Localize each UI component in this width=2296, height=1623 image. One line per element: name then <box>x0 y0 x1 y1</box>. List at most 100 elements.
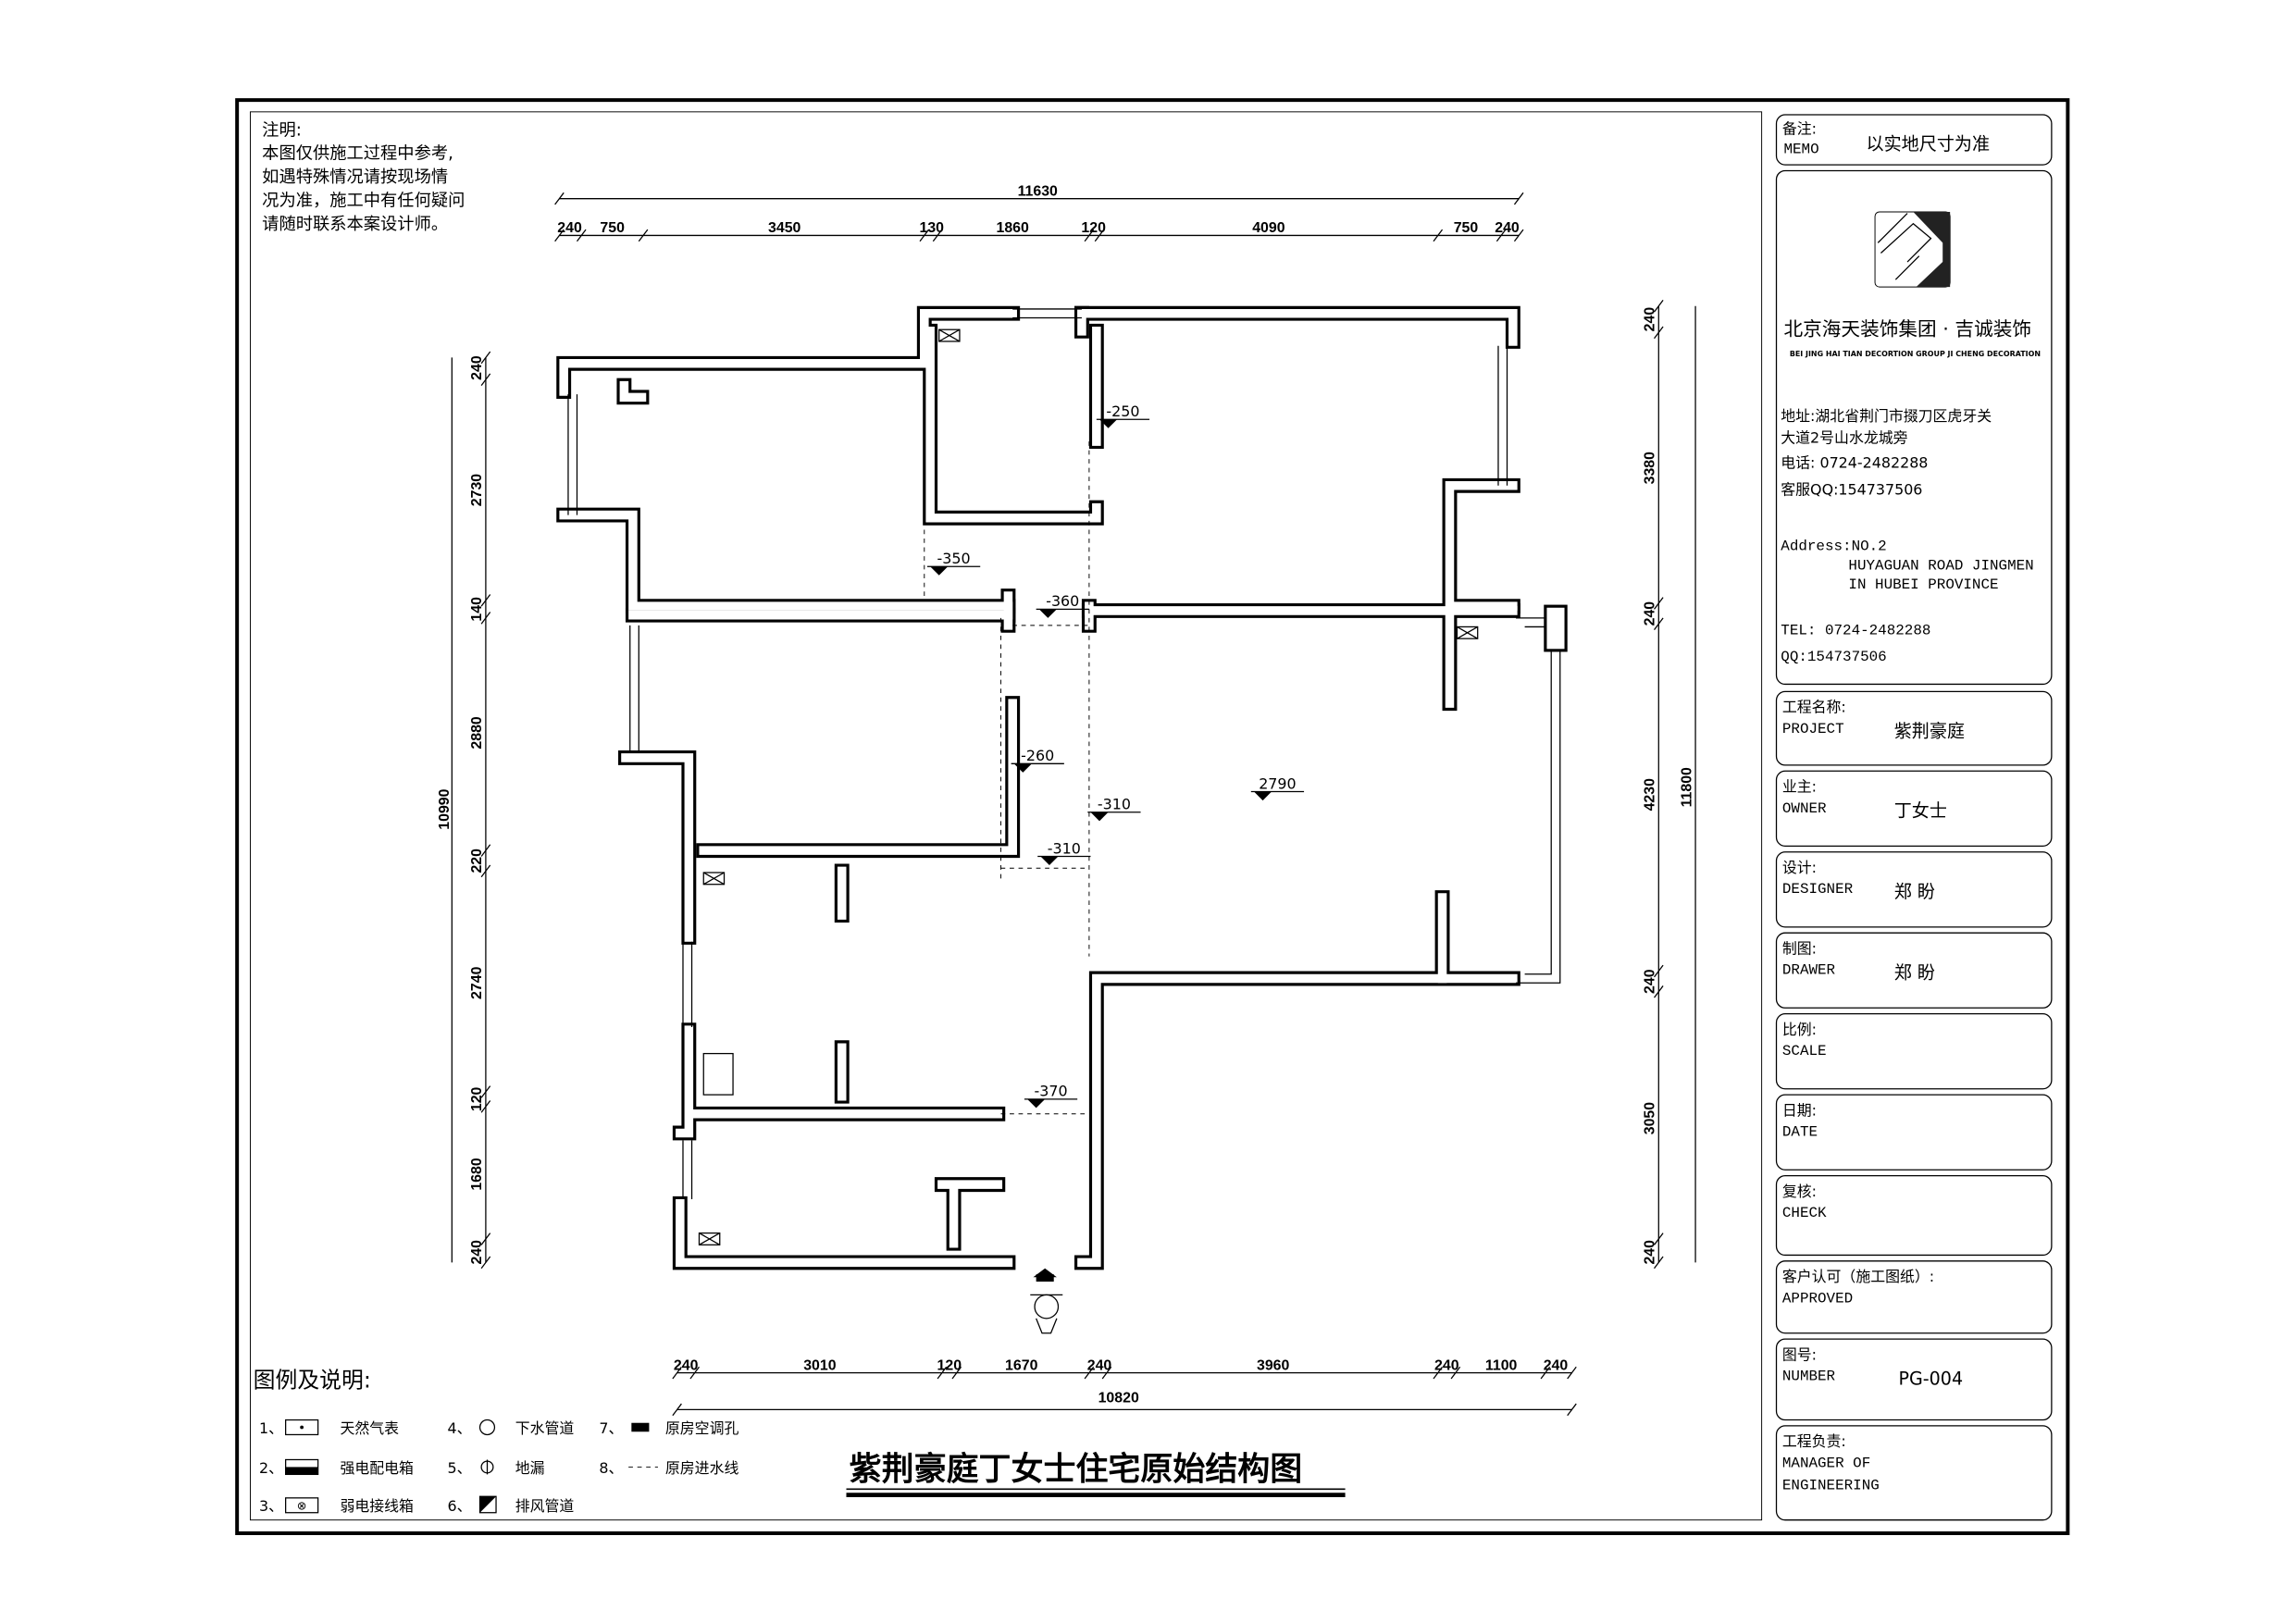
ac-hole-icon <box>631 1422 650 1432</box>
level-marker-icon <box>1013 763 1032 773</box>
legend-label: 强电配电箱 <box>340 1459 414 1477</box>
dim-label: 220 <box>469 849 485 873</box>
dim-tick <box>480 373 491 387</box>
title-field-box <box>1775 932 2053 1009</box>
wall-inner <box>676 1025 1003 1138</box>
dim-tick <box>554 229 565 242</box>
field-label-cn: 图号: <box>1782 1345 1817 1363</box>
wall-inner <box>699 699 1017 855</box>
dim-label: 4090 <box>1252 220 1285 236</box>
dim-tick <box>576 229 587 242</box>
address-en: HUYAGUAN ROAD JINGMEN <box>1848 557 2033 574</box>
dim-label: 120 <box>937 1357 962 1373</box>
legend-label: 天然气表 <box>340 1419 399 1437</box>
dim-label: 1680 <box>469 1158 485 1191</box>
note-line: 请随时联系本案设计师。 <box>262 215 448 234</box>
dim-label: 120 <box>469 1086 485 1111</box>
title-field-box <box>1775 1013 2053 1090</box>
legend-number: 2、 <box>259 1459 283 1477</box>
dim-tick <box>937 1366 948 1380</box>
dim-label: 240 <box>1643 307 1658 332</box>
field-label-cn: 工程名称: <box>1782 699 1846 716</box>
entrance-icon <box>1030 1268 1063 1334</box>
dim-tick <box>1101 1366 1112 1380</box>
phone-cn: 电话: 0724-2482288 <box>1781 454 1928 472</box>
gas-meter-icon <box>285 1419 319 1436</box>
dim-tick <box>1540 1366 1551 1380</box>
legend-number: 1、 <box>259 1419 283 1437</box>
level-marker-icon <box>1253 791 1272 801</box>
memo-box <box>1775 114 2053 166</box>
water-lines <box>924 441 1090 1115</box>
dim-label: 240 <box>1495 220 1520 236</box>
tel-en: TEL: 0724-2482288 <box>1781 622 1930 638</box>
field-label-en: OWNER <box>1782 800 1827 817</box>
dim-label: 1670 <box>1005 1357 1038 1373</box>
field-label-en: NUMBER <box>1782 1369 1836 1385</box>
level-label: -360 <box>1046 592 1079 610</box>
dim-tick <box>480 1233 491 1245</box>
field-label-en: MANAGER OF <box>1782 1455 1870 1471</box>
dim-tick <box>480 844 491 857</box>
field-label-en: DRAWER <box>1782 962 1836 979</box>
dim-tick <box>480 1100 491 1113</box>
memo-label-en: MEMO <box>1783 141 1818 157</box>
field-value: 丁女士 <box>1894 801 1947 822</box>
wall <box>696 696 1021 859</box>
dim-tick <box>919 229 930 242</box>
dim-tick <box>1654 964 1664 978</box>
weak-current-box-icon: ⊗ <box>285 1497 319 1514</box>
legend-label: 弱电接线箱 <box>340 1497 414 1515</box>
field-label-cn: 客户认可（施工图纸）: <box>1782 1268 1934 1285</box>
dim-tick <box>1654 617 1664 630</box>
dim-label: 3010 <box>803 1357 837 1373</box>
field-label-en: APPROVED <box>1782 1290 1853 1307</box>
legend-number: 8、 <box>599 1459 623 1477</box>
dim-label: 1100 <box>1485 1357 1518 1373</box>
drain-pipe-icon <box>478 1419 496 1436</box>
dim-tick <box>1654 597 1664 610</box>
field-label-cn: 工程负责: <box>1782 1432 1846 1450</box>
dim-tick <box>1450 1366 1461 1380</box>
legend-label: 地漏 <box>515 1459 545 1477</box>
dim-tick <box>480 864 491 878</box>
level-label: -350 <box>937 550 971 567</box>
level-label: -260 <box>1021 747 1054 764</box>
notes: 注明: 本图仅供施工过程中参考, 如遇特殊情况请按现场情 况为准，施工中有任何疑… <box>262 120 465 234</box>
dim-label: 140 <box>469 597 485 622</box>
dim-tick <box>1084 1366 1095 1380</box>
dim-label: 240 <box>469 1240 485 1265</box>
level-label: 2790 <box>1259 774 1296 792</box>
wall-inner <box>621 753 694 942</box>
sheet-frame <box>235 98 2070 1535</box>
company-name-cn: 北京海天装饰集团 · 吉诚装饰 <box>1783 318 2031 341</box>
dim-tick <box>480 351 491 365</box>
field-value: 郑 盼 <box>1894 962 1935 983</box>
dim-total: 10990 <box>437 788 453 829</box>
dim-label: 2730 <box>469 474 485 507</box>
wall-inner <box>1445 480 1518 611</box>
dim-total: 11630 <box>1018 183 1058 199</box>
note-line: 况为准，施工中有任何疑问 <box>262 192 465 211</box>
dim-tick <box>672 1366 682 1380</box>
legend-title: 图例及说明: <box>254 1368 371 1394</box>
dim-label: 240 <box>1643 601 1658 626</box>
dim-label: 240 <box>557 220 582 236</box>
dim-total: 10820 <box>1098 1390 1139 1406</box>
field-value: PG-004 <box>1899 1369 1964 1389</box>
dim-tick <box>480 1256 491 1270</box>
dim-tick <box>1654 300 1664 313</box>
title-field-box <box>1775 1260 2053 1334</box>
legend-number: 5、 <box>448 1459 472 1477</box>
dim-label: 240 <box>1643 1240 1658 1265</box>
dim-label: 240 <box>1643 969 1658 994</box>
dim-label: 240 <box>1544 1357 1569 1373</box>
wall-inner <box>1077 308 1518 346</box>
dim-label: 240 <box>469 355 485 380</box>
legend-number: 7、 <box>599 1419 623 1437</box>
title-field-box <box>1775 690 2053 766</box>
dim-label: 130 <box>919 220 944 236</box>
dim-label: 750 <box>600 220 625 236</box>
